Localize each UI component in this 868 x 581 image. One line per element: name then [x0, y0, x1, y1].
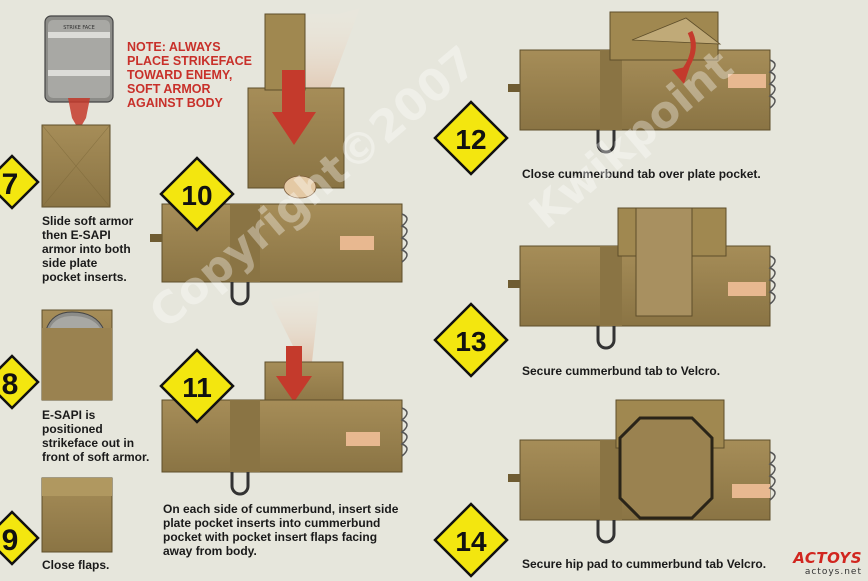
step8-illustration	[41, 309, 113, 401]
step14-number: 14	[455, 526, 487, 557]
step13-number: 13	[455, 326, 486, 357]
step10-badge: 10	[159, 156, 235, 232]
step8-caption: E-SAPI is positioned strikeface out in f…	[42, 408, 150, 464]
step7-badge: 7	[0, 154, 40, 210]
step7-caption: Slide soft armor then E-SAPI armor into …	[42, 214, 134, 284]
step11-number: 11	[182, 372, 212, 403]
step9-illustration	[41, 477, 113, 553]
step9-caption: Close flaps.	[42, 558, 110, 572]
strikeface-note: NOTE: ALWAYS PLACE STRIKEFACE TOWARD ENE…	[127, 40, 253, 110]
step12-caption: Close cummerbund tab over plate pocket.	[522, 167, 761, 181]
step14-caption: Secure hip pad to cummerbund tab Velcro.	[522, 557, 767, 571]
step13-caption: Secure cummerbund tab to Velcro.	[522, 364, 721, 378]
logo-main: ACTOYS	[793, 549, 862, 567]
step9-badge: 9	[0, 510, 40, 566]
step14-badge: 14	[433, 502, 509, 578]
step9-number: 9	[2, 524, 19, 557]
step12-badge: 12	[433, 100, 509, 176]
step7-illustration: STRIKE FACE	[41, 15, 114, 208]
step10-number: 10	[181, 180, 212, 211]
plate-label: STRIKE FACE	[63, 25, 95, 31]
step11-badge: 11	[159, 348, 235, 424]
step12-number: 12	[455, 124, 486, 155]
step13-badge: 13	[433, 302, 509, 378]
step12-illustration	[508, 11, 776, 154]
step8-number: 8	[2, 368, 19, 401]
step14-illustration	[508, 399, 776, 544]
actoys-logo: ACTOYS actoys.net	[793, 549, 862, 577]
logo-sub: actoys.net	[804, 567, 862, 577]
step13-illustration	[508, 207, 776, 350]
step11-caption: On each side of cummerbund, insert side …	[163, 502, 399, 558]
step8-badge: 8	[0, 354, 40, 410]
step7-number: 7	[2, 168, 19, 201]
